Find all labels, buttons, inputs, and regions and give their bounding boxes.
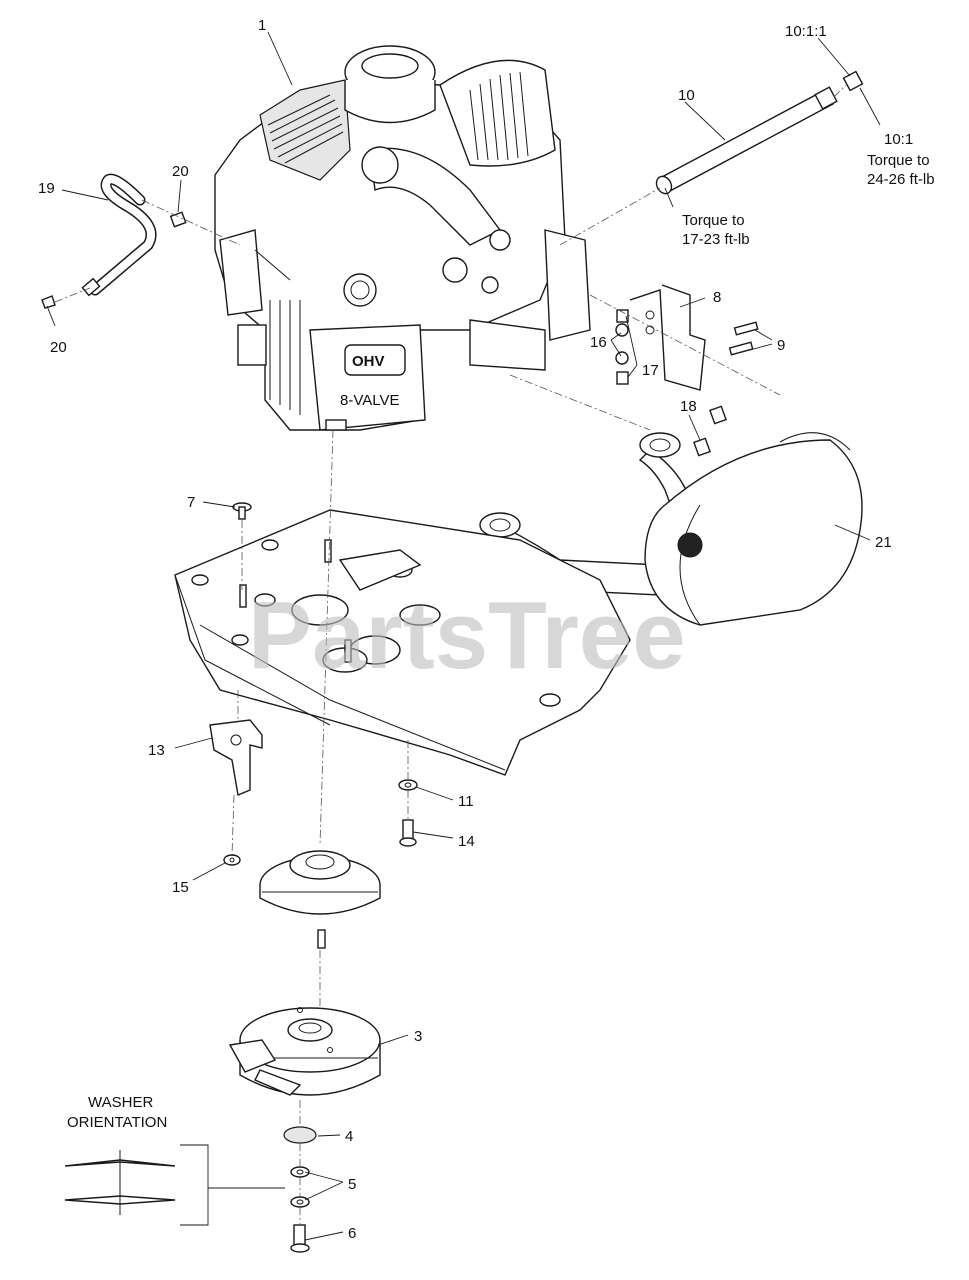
callout-5: 5 <box>348 1176 356 1193</box>
callout-17: 17 <box>642 362 659 379</box>
hose-clamp-part-20-upper[interactable] <box>169 211 187 228</box>
pin-part-7[interactable] <box>232 502 252 520</box>
nut-part-15[interactable] <box>223 854 241 866</box>
callout-9: 9 <box>777 337 785 354</box>
torque-note-a-line2: 17-23 ft-lb <box>682 231 750 248</box>
muffler-bracket-part-8[interactable] <box>629 284 706 391</box>
callout-20-upper: 20 <box>172 163 189 180</box>
washer-part-5[interactable] <box>290 1166 310 1208</box>
torque-note-b-line2: 24-26 ft-lb <box>867 171 935 188</box>
callout-19: 19 <box>38 180 55 197</box>
callout-21: 21 <box>875 534 892 551</box>
valve-badge: 8-VALVE <box>340 392 399 409</box>
leader-lines <box>46 31 881 1241</box>
washer-orientation-title-line2: ORIENTATION <box>67 1114 167 1131</box>
bolt-part-9[interactable] <box>728 321 759 356</box>
callout-7: 7 <box>187 494 195 511</box>
washer-part-4[interactable] <box>283 1126 317 1144</box>
callout-8: 8 <box>713 289 721 306</box>
bolt-part-6[interactable] <box>290 1224 310 1253</box>
washer-part-11[interactable] <box>398 779 418 791</box>
callout-4: 4 <box>345 1128 353 1145</box>
pto-clutch-part-3[interactable] <box>228 1007 381 1096</box>
callout-6: 6 <box>348 1225 356 1242</box>
exhaust-pipe-part-10[interactable] <box>654 86 838 196</box>
bracket-part-13[interactable] <box>209 719 263 796</box>
washer-part-16[interactable] <box>615 323 629 365</box>
callout-1: 1 <box>258 17 266 34</box>
callout-11: 11 <box>458 793 474 810</box>
callout-15: 15 <box>172 879 189 896</box>
callout-14: 14 <box>458 833 475 850</box>
nut-part-18[interactable] <box>693 405 727 457</box>
callout-20-lower: 20 <box>50 339 67 356</box>
callout-3: 3 <box>414 1028 422 1045</box>
bolt-part-14[interactable] <box>399 819 417 847</box>
callout-16: 16 <box>590 334 607 351</box>
callout-13: 13 <box>148 742 165 759</box>
pulley[interactable] <box>259 850 381 915</box>
fuel-line-part-19[interactable] <box>81 173 157 297</box>
watermark: PartsTree <box>248 582 686 689</box>
callout-10: 10 <box>678 87 695 104</box>
callout-10-1: 10:1 <box>884 131 913 148</box>
torque-note-a-line1: Torque to <box>682 212 745 229</box>
washer-orientation-inset <box>64 1144 285 1226</box>
torque-note-b-line1: Torque to <box>867 152 930 169</box>
hose-clamp-part-20-lower[interactable] <box>41 295 56 309</box>
nut-part-17[interactable] <box>616 309 629 385</box>
pipe-cap-part-10-1-1[interactable] <box>842 70 864 92</box>
callout-10-1-1: 10:1:1 <box>785 23 827 40</box>
washer-orientation-title-line1: WASHER <box>88 1094 153 1111</box>
engine-part-1[interactable]: OHV 8-VALVE <box>214 45 591 431</box>
ohv-badge: OHV <box>352 353 385 370</box>
key[interactable] <box>317 929 326 949</box>
callout-18: 18 <box>680 398 697 415</box>
